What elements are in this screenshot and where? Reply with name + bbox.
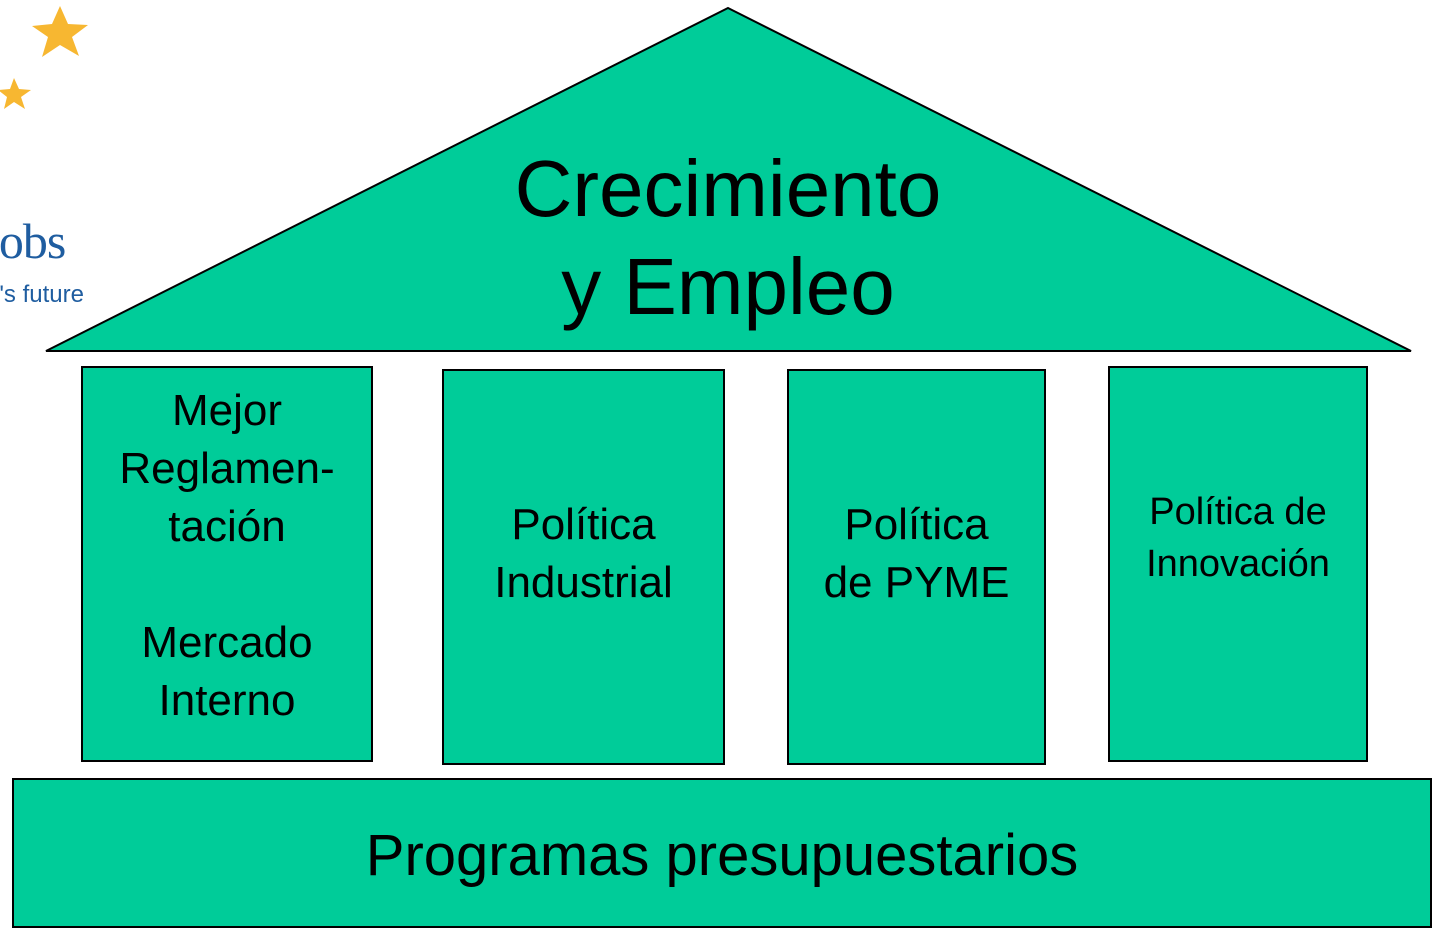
pillar-text-line: Innovación bbox=[1146, 543, 1330, 585]
star-icon bbox=[0, 6, 88, 109]
pillar-text-line: Reglamen- bbox=[119, 444, 335, 493]
pillar-text-line: Política bbox=[511, 500, 656, 549]
star-icon-large bbox=[32, 6, 88, 57]
growth-and-jobs-logo: jobs e's future bbox=[0, 0, 130, 320]
pillar-text-line: Mejor bbox=[171, 386, 283, 435]
pillar-industrial-policy: Política Industrial bbox=[442, 369, 725, 765]
roof-title-line1: Crecimiento bbox=[514, 144, 942, 233]
pillar-better-regulation: Mejor Reglamen- tación Mercado Interno bbox=[81, 366, 373, 762]
foundation-label: Programas presupuestarios bbox=[365, 823, 1079, 888]
roof-title: Crecimiento y Empleo bbox=[500, 140, 956, 336]
foundation-budget-programmes: Programas presupuestarios bbox=[12, 778, 1432, 928]
pillar-text-line: de PYME bbox=[823, 558, 1010, 607]
pillar-text-line: Política de bbox=[1149, 491, 1327, 533]
star-icon-small bbox=[0, 78, 31, 109]
pillar-sme-policy: Política de PYME bbox=[787, 369, 1046, 765]
pillar-spacer bbox=[83, 556, 371, 614]
pillar-text-line: Interno bbox=[158, 676, 296, 725]
logo-word: jobs bbox=[0, 213, 66, 269]
pillar-text-line: tación bbox=[168, 502, 286, 551]
roof-title-line2: y Empleo bbox=[561, 242, 895, 331]
pillar-text-line: Política bbox=[844, 500, 989, 549]
pillar-innovation-policy: Política de Innovación bbox=[1108, 366, 1368, 762]
logo-tagline: e's future bbox=[0, 281, 84, 308]
pillar-text-line: Industrial bbox=[494, 558, 673, 607]
pillar-text-line: Mercado bbox=[141, 618, 313, 667]
roof-triangle bbox=[45, 6, 1412, 352]
